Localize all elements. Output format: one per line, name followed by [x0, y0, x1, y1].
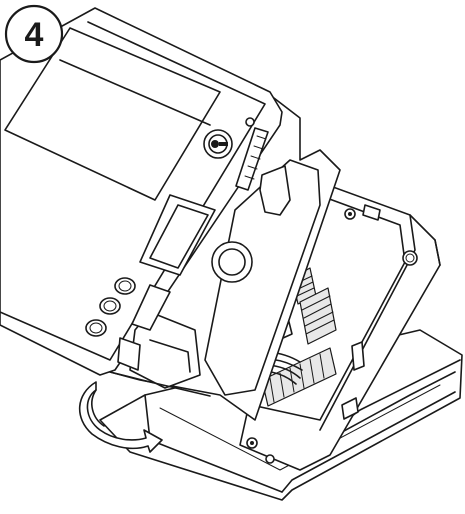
terminal-block [299, 287, 337, 345]
button [114, 277, 136, 295]
button [85, 319, 107, 337]
curved-arrow-icon [78, 381, 163, 453]
handle-recess [139, 194, 216, 276]
control-buttons [85, 277, 136, 337]
screw-hole [402, 250, 418, 266]
step-badge: 4 [4, 4, 64, 64]
key-lock [203, 129, 233, 159]
clip-tab [259, 165, 291, 216]
step-number: 4 [25, 16, 44, 54]
vent-ribs [235, 117, 269, 191]
screw-hole [265, 454, 275, 464]
device-housing [0, 7, 341, 421]
key-icon [211, 140, 228, 148]
button [99, 297, 121, 315]
display-window [4, 27, 221, 201]
connector-module [129, 311, 201, 389]
round-sensor [211, 241, 253, 283]
